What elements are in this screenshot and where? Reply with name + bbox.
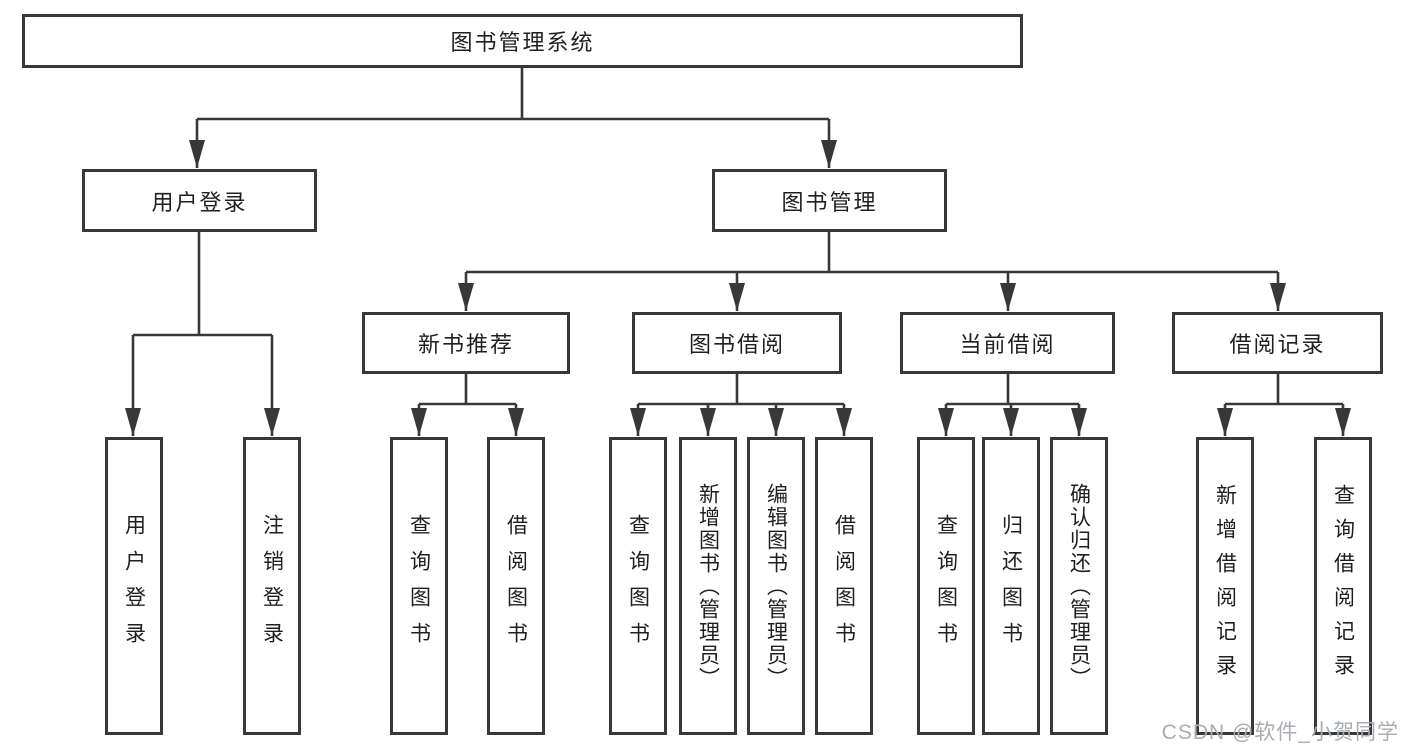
- leaf-logout: 注销登录: [243, 437, 301, 735]
- node-current-borrow-label: 当前借阅: [959, 332, 1056, 357]
- leaf-borrow-query-book-label: 查询图书: [626, 514, 650, 658]
- node-new-book-recommend: 新书推荐: [362, 312, 570, 374]
- node-root: 图书管理系统: [22, 14, 1023, 68]
- node-book-management: 图书管理: [712, 169, 947, 232]
- leaf-recommend-borrow-book-label: 借阅图书: [504, 514, 528, 658]
- node-user-login: 用户登录: [82, 169, 317, 232]
- leaf-return-book: 归还图书: [982, 437, 1040, 735]
- node-root-label: 图书管理系统: [450, 30, 595, 55]
- leaf-recommend-query-book: 查询图书: [390, 437, 448, 735]
- leaf-user-login-label: 用户登录: [122, 514, 146, 658]
- leaf-recommend-query-book-label: 查询图书: [407, 514, 431, 658]
- node-book-borrow: 图书借阅: [632, 312, 842, 374]
- node-book-borrow-label: 图书借阅: [688, 332, 785, 357]
- leaf-borrow-book: 借阅图书: [815, 437, 873, 735]
- leaf-recommend-borrow-book: 借阅图书: [487, 437, 545, 735]
- leaf-add-book-admin-label: 新增图书（管理员）: [696, 482, 720, 690]
- node-current-borrow: 当前借阅: [900, 312, 1115, 374]
- leaf-borrow-query-book: 查询图书: [609, 437, 667, 735]
- watermark-text: CSDN @软件_小贺同学: [1161, 721, 1399, 744]
- leaf-query-borrow-record: 查询借阅记录: [1314, 437, 1372, 735]
- leaf-logout-label: 注销登录: [260, 514, 284, 658]
- node-book-management-label: 图书管理: [781, 189, 878, 215]
- leaf-add-borrow-record-label: 新增借阅记录: [1213, 484, 1237, 688]
- leaf-confirm-return-admin-label: 确认归还（管理员）: [1067, 482, 1091, 690]
- leaf-query-borrow-record-label: 查询借阅记录: [1331, 484, 1355, 688]
- leaf-current-query-book-label: 查询图书: [934, 514, 958, 658]
- connector-arrows: [125, 119, 1351, 436]
- node-new-book-recommend-label: 新书推荐: [417, 332, 514, 357]
- leaf-current-query-book: 查询图书: [917, 437, 975, 735]
- leaf-confirm-return-admin: 确认归还（管理员）: [1050, 437, 1108, 735]
- leaf-add-borrow-record: 新增借阅记录: [1196, 437, 1254, 735]
- leaf-user-login: 用户登录: [105, 437, 163, 735]
- leaf-borrow-book-label: 借阅图书: [832, 514, 856, 658]
- leaf-edit-book-admin-label: 编辑图书（管理员）: [764, 482, 788, 690]
- leaf-add-book-admin: 新增图书（管理员）: [679, 437, 737, 735]
- node-borrow-record-label: 借阅记录: [1229, 332, 1326, 357]
- leaf-return-book-label: 归还图书: [999, 514, 1023, 658]
- leaf-edit-book-admin: 编辑图书（管理员）: [747, 437, 805, 735]
- node-borrow-record: 借阅记录: [1172, 312, 1383, 374]
- node-user-login-label: 用户登录: [151, 189, 248, 215]
